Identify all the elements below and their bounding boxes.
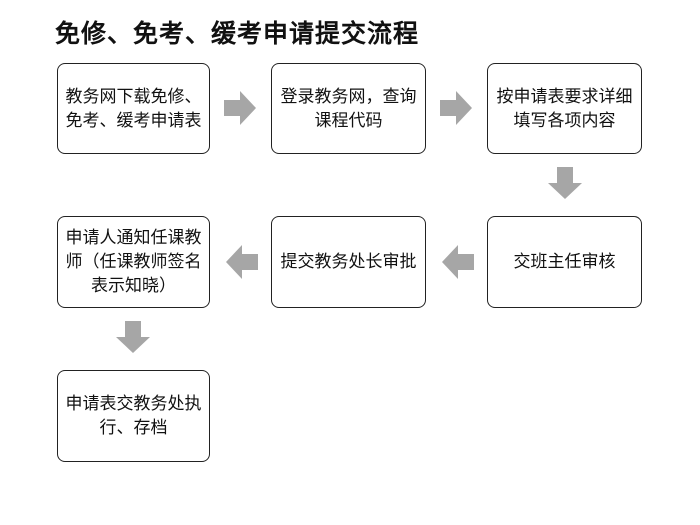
step-7-box: 申请表交教务处执行、存档: [57, 370, 210, 462]
step-2-box: 登录教务网，查询课程代码: [271, 63, 426, 154]
step-5-label: 提交教务处长审批: [280, 252, 417, 272]
step-6-box: 申请人通知任课教师（任课教师签名表示知晓）: [57, 216, 210, 308]
arrow-right-icon: [440, 91, 472, 125]
arrow-down-icon: [116, 321, 150, 353]
arrow-down-icon: [548, 167, 582, 199]
arrow-left-icon: [442, 245, 474, 279]
step-3-box: 按申请表要求详细填写各项内容: [487, 63, 642, 154]
step-4-label: 交班主任审核: [513, 252, 616, 272]
step-5-box: 提交教务处长审批: [271, 216, 426, 308]
step-1-box: 教务网下载免修、免考、缓考申请表: [57, 63, 210, 154]
step-1-label: 教务网下载免修、免考、缓考申请表: [65, 86, 202, 131]
step-2-label: 登录教务网，查询课程代码: [280, 86, 417, 131]
step-3-label: 按申请表要求详细填写各项内容: [496, 86, 633, 131]
arrow-right-icon: [224, 91, 256, 125]
arrow-left-icon: [226, 245, 258, 279]
step-4-box: 交班主任审核: [487, 216, 642, 308]
step-7-label: 申请表交教务处执行、存档: [65, 394, 202, 438]
step-6-label: 申请人通知任课教师（任课教师签名表示知晓）: [65, 228, 202, 296]
page-title: 免修、免考、缓考申请提交流程: [55, 19, 420, 48]
